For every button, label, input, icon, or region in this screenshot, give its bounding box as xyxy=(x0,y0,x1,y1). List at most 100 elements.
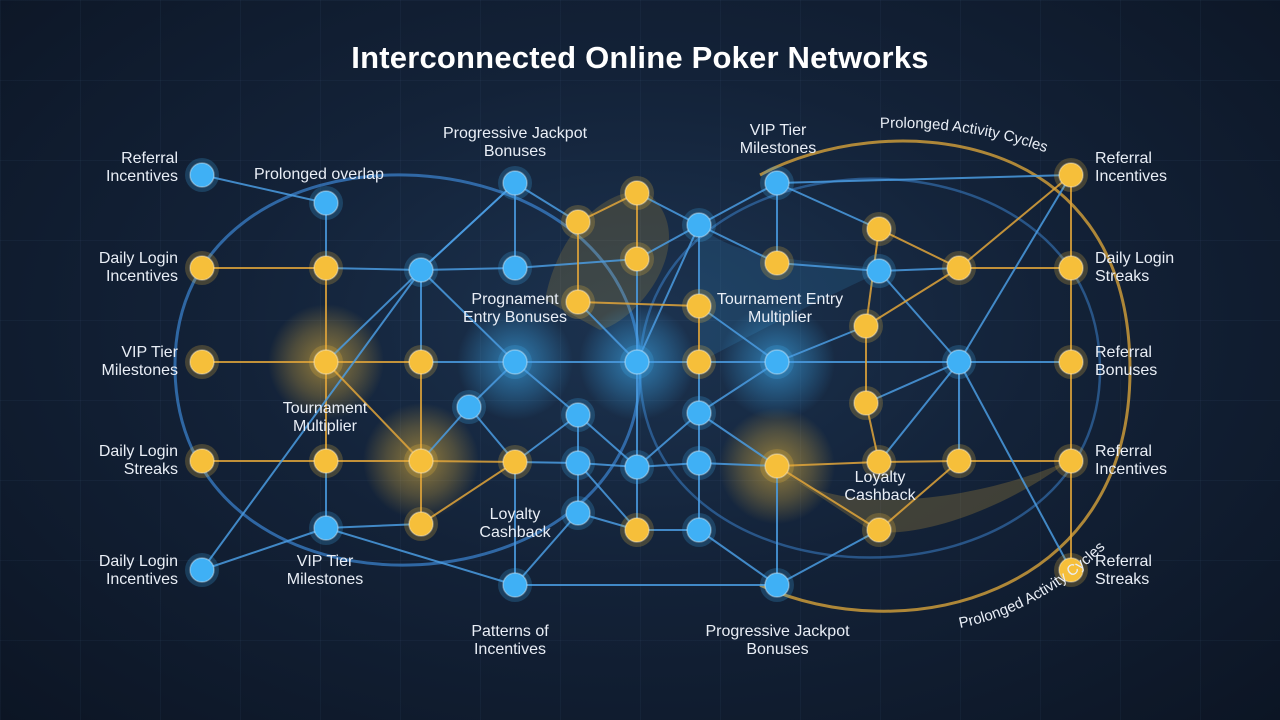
edge-AH-AN xyxy=(698,412,778,467)
edge-AM-AR xyxy=(776,325,867,363)
node-AD xyxy=(624,517,650,543)
edge-AE-AL xyxy=(698,224,778,264)
edge-P-U xyxy=(514,182,579,223)
node-Q xyxy=(502,255,528,281)
right-loop-blue xyxy=(638,177,1102,559)
edge-AT-AX xyxy=(878,460,960,463)
edge-P-K xyxy=(420,182,516,271)
node-AN xyxy=(764,453,790,479)
node-S xyxy=(502,449,528,475)
node-AB xyxy=(624,349,650,375)
node-V xyxy=(565,289,591,315)
node-N xyxy=(408,511,434,537)
edge-G-K xyxy=(325,267,422,271)
node-AK xyxy=(764,170,790,196)
edge-AE-AB xyxy=(636,224,700,363)
right-loop-gold xyxy=(759,139,1132,613)
node-AS xyxy=(853,390,879,416)
node-C xyxy=(189,349,215,375)
edge-AO-AU xyxy=(776,529,880,586)
node-K xyxy=(408,257,434,283)
node-J xyxy=(313,515,339,541)
edge-AM-AH xyxy=(698,361,778,414)
edge-AN-AU xyxy=(776,465,880,531)
node-I xyxy=(313,448,339,474)
node-L xyxy=(408,349,434,375)
left-loop xyxy=(173,173,642,567)
edge-N-S xyxy=(420,461,516,525)
edge-W-AC xyxy=(577,414,638,468)
edge-AV-AY xyxy=(958,174,1072,269)
edge-J-T xyxy=(325,527,516,586)
edge-AF-AM xyxy=(698,305,778,363)
edge-AC-AH xyxy=(636,412,700,468)
label-prolonged-overlap: Prolonged overlap xyxy=(254,166,384,183)
node-O xyxy=(456,394,482,420)
edge-AW-BC xyxy=(958,361,1072,571)
node-AP xyxy=(866,216,892,242)
node-BC xyxy=(1058,557,1084,583)
edge-AN-AT xyxy=(776,461,880,467)
node-M xyxy=(408,448,434,474)
node-AM xyxy=(764,349,790,375)
edge-AK-AP xyxy=(776,182,880,230)
edge-S-W xyxy=(514,414,579,463)
node-AF xyxy=(686,293,712,319)
node-R xyxy=(502,349,528,375)
edge-Y-T xyxy=(514,512,579,586)
edge-AT-AW xyxy=(878,361,960,463)
node-D xyxy=(189,448,215,474)
node-Z xyxy=(624,180,650,206)
node-AY xyxy=(1058,162,1084,188)
edge-AP-AV xyxy=(878,228,960,269)
edge-AL-AQ xyxy=(776,262,880,272)
edge-Q-AA xyxy=(514,258,638,269)
node-AV xyxy=(946,255,972,281)
node-X xyxy=(565,450,591,476)
edge-E-K xyxy=(201,269,422,571)
edge-R-W xyxy=(514,361,579,416)
edge-AU-AX xyxy=(878,460,960,531)
node-AC xyxy=(624,454,650,480)
node-AL xyxy=(764,250,790,276)
node-F xyxy=(313,190,339,216)
node-AT xyxy=(866,449,892,475)
node-E xyxy=(189,557,215,583)
node-AE xyxy=(686,212,712,238)
edge-AW-AQ xyxy=(878,270,960,363)
edge-AK-AY xyxy=(776,174,1072,184)
edge-A-F xyxy=(201,174,327,204)
edge-AO-AJ xyxy=(698,529,778,586)
node-W xyxy=(565,402,591,428)
node-BB xyxy=(1058,448,1084,474)
node-T xyxy=(502,572,528,598)
node-AJ xyxy=(686,517,712,543)
edge-AR-AV xyxy=(865,267,960,327)
edge-M-O xyxy=(420,406,470,462)
node-P xyxy=(502,170,528,196)
edge-AE-AK xyxy=(698,182,778,226)
node-AX xyxy=(946,448,972,474)
arc-label-top: Prolonged Activity Cycles xyxy=(880,115,1050,156)
edge-E-J xyxy=(201,527,327,571)
node-AH xyxy=(686,400,712,426)
